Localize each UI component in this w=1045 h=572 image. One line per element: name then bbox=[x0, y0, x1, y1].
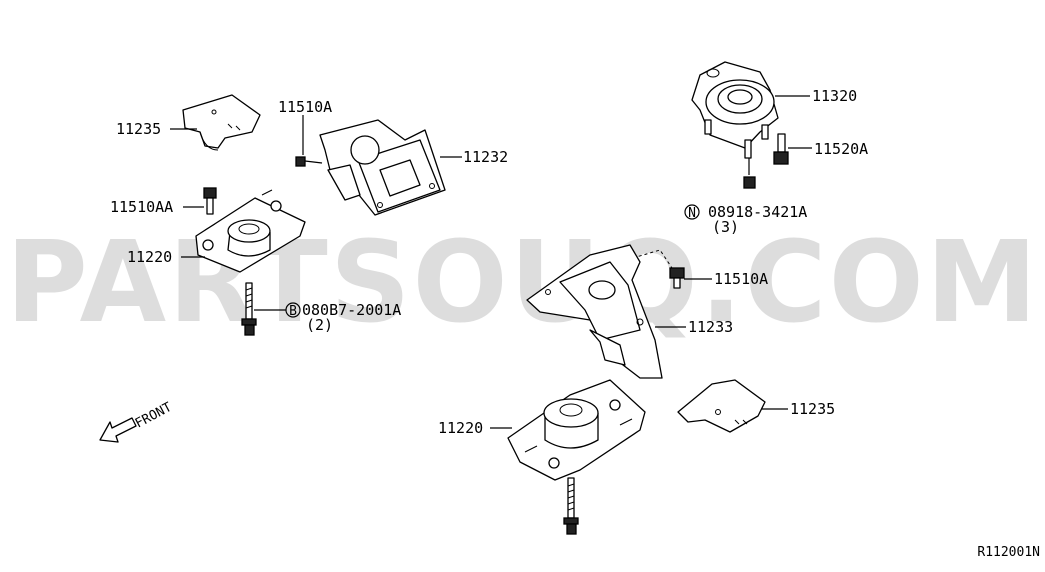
label-nut-circled-n[interactable]: 08918-3421A bbox=[708, 203, 807, 221]
bolt-circled-b-part[interactable] bbox=[241, 282, 257, 336]
dashed-guide bbox=[632, 249, 673, 269]
label-pad-right[interactable]: 11235 bbox=[790, 400, 835, 418]
label-bracket-left[interactable]: 11232 bbox=[463, 148, 508, 166]
bracket-right-part[interactable] bbox=[526, 244, 663, 379]
label-bolt-small-left[interactable]: 11510A bbox=[278, 98, 332, 116]
mount-left-part[interactable] bbox=[195, 189, 306, 273]
bracket-left-part[interactable] bbox=[319, 119, 446, 216]
label-top-mount[interactable]: 11320 bbox=[812, 87, 857, 105]
label-bolt-circled-b-qty: (2) bbox=[306, 316, 333, 334]
label-mount-left[interactable]: 11220 bbox=[127, 248, 172, 266]
circled-n-icon bbox=[684, 204, 700, 220]
nut-circled-n-part[interactable] bbox=[743, 158, 756, 189]
bolt-small-right-part[interactable] bbox=[669, 267, 685, 289]
front-arrow-icon bbox=[99, 417, 137, 443]
label-pad-left[interactable]: 11235 bbox=[116, 120, 161, 138]
label-bolt-small-right[interactable]: 11510A bbox=[714, 270, 768, 288]
bolt-small-left-part[interactable] bbox=[295, 156, 323, 167]
pad-right-part[interactable] bbox=[677, 379, 766, 433]
label-nut-circled-n-qty: (3) bbox=[712, 218, 739, 236]
label-bracket-right[interactable]: 11233 bbox=[688, 318, 733, 336]
circled-n-letter: N bbox=[688, 206, 696, 221]
circled-b-letter: B bbox=[289, 304, 297, 319]
diagram-ref: R112001N bbox=[977, 545, 1040, 560]
front-label: FRONT bbox=[133, 400, 175, 432]
label-bolt-aa[interactable]: 11510AA bbox=[110, 198, 173, 216]
bolt-aa-part[interactable] bbox=[203, 187, 217, 215]
label-mount-right[interactable]: 11220 bbox=[438, 419, 483, 437]
bolt-lower-right-part[interactable] bbox=[563, 477, 579, 535]
pad-left-part[interactable] bbox=[182, 94, 261, 151]
circled-b-icon bbox=[285, 302, 301, 318]
top-mount-part[interactable] bbox=[691, 61, 779, 159]
label-bolt-right[interactable]: 11520A bbox=[814, 140, 868, 158]
bolt-right-part[interactable] bbox=[773, 133, 789, 165]
mount-right-part[interactable] bbox=[507, 379, 646, 481]
label-bolt-circled-b[interactable]: 080B7-2001A bbox=[302, 301, 401, 319]
